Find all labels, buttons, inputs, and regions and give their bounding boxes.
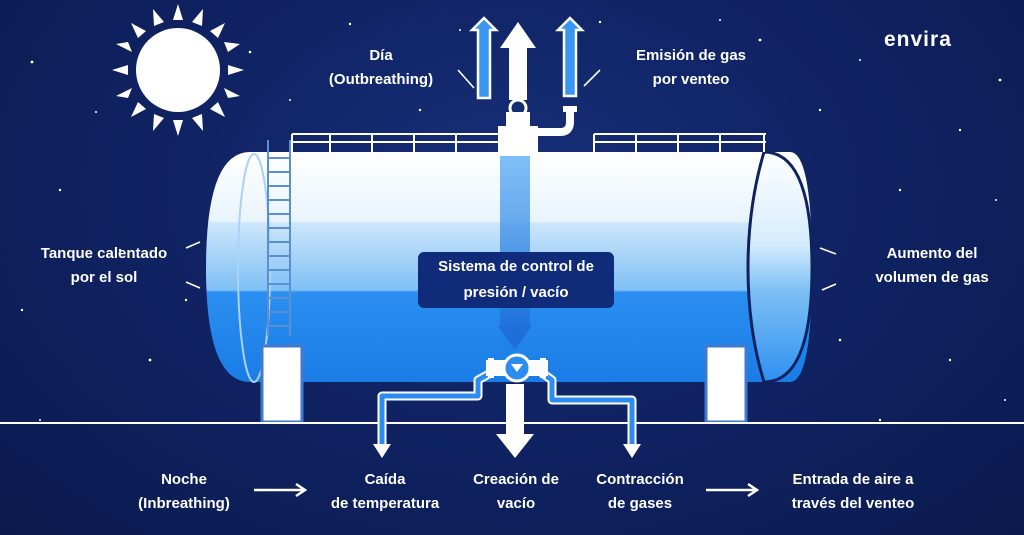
arrow-up-icon (468, 16, 500, 100)
arrow-right-icon (706, 482, 760, 498)
label-gas-volume-line2: volumen de gas (875, 269, 989, 286)
label-air-intake-line1: Entrada de aire a (792, 471, 914, 488)
label-temp-drop: Caída de temperatura (312, 468, 458, 516)
bottom-pipes (377, 366, 637, 446)
arrow-down-icon (373, 444, 391, 458)
label-day-line2: (Outbreathing) (328, 71, 434, 88)
valve-icon (486, 353, 548, 383)
label-vacuum-line2: vacío (496, 495, 536, 512)
label-air-intake: Entrada de aire a través del venteo (770, 468, 936, 516)
stars (20, 19, 1006, 422)
arrow-down-icon (623, 444, 641, 458)
label-control-system: Sistema de control de presión / vacío (418, 252, 614, 308)
tank-supports (260, 344, 748, 424)
label-night-line2: (Inbreathing) (138, 495, 230, 512)
label-control-system-line1: Sistema de control de (438, 258, 594, 275)
label-gas-volume: Aumento del volumen de gas (852, 242, 1012, 290)
label-day: Día (Outbreathing) (308, 44, 454, 92)
label-gas-volume-line1: Aumento del (886, 245, 978, 262)
tank-railing (291, 133, 766, 152)
sun-icon (112, 4, 244, 136)
arrow-right-icon (254, 482, 308, 498)
label-gas-emission-line1: Emisión de gas (635, 47, 747, 64)
arrow-up-icon (554, 16, 586, 98)
label-gas-contraction: Contracción de gases (578, 468, 702, 516)
label-night: Noche (Inbreathing) (124, 468, 244, 516)
brand-logo: envira (884, 28, 952, 51)
ladder-icon (267, 140, 291, 336)
label-tank-heated-line1: Tanque calentado (40, 245, 168, 262)
label-tank-heated: Tanque calentado por el sol (24, 242, 184, 290)
label-temp-drop-line2: de temperatura (330, 495, 440, 512)
label-vacuum: Creación de vacío (458, 468, 574, 516)
label-night-line1: Noche (161, 471, 207, 488)
label-gas-emission: Emisión de gas por venteo (616, 44, 766, 92)
arrow-down-icon (498, 326, 532, 350)
label-temp-drop-line1: Caída (364, 471, 406, 488)
label-gas-emission-line2: por venteo (652, 71, 730, 88)
label-air-intake-line2: través del venteo (791, 495, 915, 512)
label-gas-contraction-line1: Contracción (596, 471, 684, 488)
arrow-down-icon (496, 384, 534, 458)
label-control-system-line2: presión / vacío (463, 284, 569, 301)
valve-icon (498, 98, 577, 156)
label-tank-heated-line2: por el sol (70, 269, 138, 286)
label-gas-contraction-line2: de gases (607, 495, 673, 512)
label-day-line1: Día (369, 47, 393, 64)
leader-lines (185, 69, 837, 291)
label-vacuum-line1: Creación de (473, 471, 559, 488)
arrow-up-icon (500, 22, 536, 100)
